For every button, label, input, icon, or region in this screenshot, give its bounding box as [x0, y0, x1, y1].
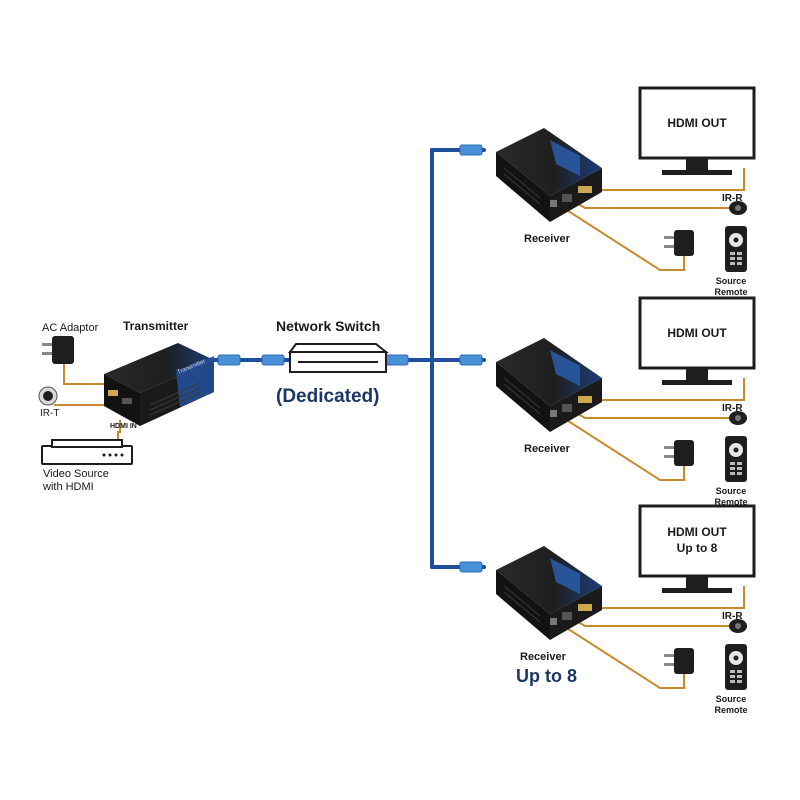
hdmi-out-monitor: HDMI OUT Up to 8 [638, 504, 756, 593]
network-switch-subtitle: (Dedicated) [276, 386, 379, 407]
ir-r-label: IR-R [722, 193, 743, 204]
ir-receiver-icon [729, 201, 747, 215]
video-source-label-line2: with HDMI [42, 481, 94, 493]
network-switch-section: Network Switch (Dedicated) [276, 318, 389, 407]
monitor-label: HDMI OUT [667, 116, 727, 130]
video-source-label-line1: Video Source [43, 468, 109, 480]
receiver-label: Receiver [520, 651, 567, 663]
ir-receiver-icon [729, 619, 747, 633]
remote-label-line1: Source [716, 694, 747, 704]
remote-label-line2: Remote [714, 705, 747, 715]
ir-r-label: IR-R [722, 611, 743, 622]
ac-adaptor-label: AC Adaptor [42, 322, 99, 334]
transmitter-section: AC Adaptor IR-T Transmitter Transmitter … [38, 319, 214, 493]
network-switch-title: Network Switch [276, 318, 380, 334]
video-source-device [41, 439, 133, 465]
monitor-label-line2: Up to 8 [677, 541, 718, 555]
power-adaptor-icon [664, 440, 694, 466]
power-adaptor-icon [664, 648, 694, 674]
receiver-count-label: Up to 8 [516, 666, 577, 686]
ac-adaptor-icon [42, 336, 74, 364]
receiver-label: Receiver [524, 443, 571, 455]
hdmi-in-label: HDMI IN [110, 423, 137, 430]
receiver-device [496, 546, 602, 640]
hdmi-out-monitor: HDMI OUT [638, 296, 756, 385]
monitor-label-line1: HDMI OUT [667, 525, 727, 539]
remote-label-line1: Source [716, 276, 747, 286]
ir-transmitter-icon [38, 386, 58, 406]
source-remote-icon [725, 436, 747, 482]
ir-r-label: IR-R [722, 403, 743, 414]
receiver-device [496, 128, 602, 222]
receiver-label: Receiver [524, 233, 571, 245]
ir-receiver-icon [729, 411, 747, 425]
power-adaptor-icon [664, 230, 694, 256]
hdmi-out-monitor: HDMI OUT [638, 86, 756, 175]
transmitter-device: Transmitter [104, 343, 214, 426]
receiver-device [496, 338, 602, 432]
remote-label-line2: Remote [714, 497, 747, 507]
source-remote-icon [725, 226, 747, 272]
transmitter-label: Transmitter [123, 319, 189, 333]
receiver-unit-3: HDMI OUT Up to 8 Receiver Up to 8 IR-R Source… [496, 504, 756, 715]
source-remote-icon [725, 644, 747, 690]
monitor-label: HDMI OUT [667, 326, 727, 340]
network-switch-device [288, 343, 389, 373]
ir-t-label: IR-T [40, 408, 59, 419]
remote-label-line2: Remote [714, 287, 747, 297]
remote-label-line1: Source [716, 486, 747, 496]
